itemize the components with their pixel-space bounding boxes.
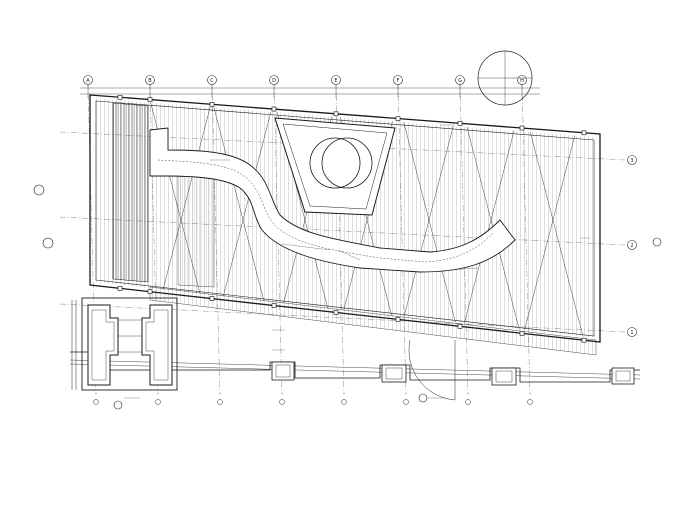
grid-label-row-3: 3	[630, 158, 633, 164]
grid-label-h: H	[520, 78, 524, 84]
atrium-circles	[309, 137, 373, 189]
top-dimension-line	[80, 84, 540, 98]
grid-label-g: G	[458, 78, 462, 84]
grid-bubble-d: D	[269, 75, 279, 85]
grid-bubble-b: B	[145, 75, 155, 85]
anchor	[457, 324, 463, 329]
anchor	[209, 296, 215, 301]
grid-bubble-e: E	[331, 75, 341, 85]
row-grid-bubbles: 3 2 1	[627, 155, 637, 337]
anchor	[395, 317, 401, 322]
anchor	[147, 289, 153, 295]
anchor	[581, 130, 587, 136]
grid-bubble-bottom-a	[93, 399, 99, 405]
anchor	[271, 106, 277, 112]
grid-label-d: D	[272, 78, 276, 84]
grid-bubble-row-2: 2	[627, 240, 637, 250]
left-section-marks	[71, 300, 77, 390]
anchor	[395, 116, 401, 121]
anchor	[457, 120, 463, 126]
anchor	[519, 125, 525, 131]
anchor	[519, 330, 525, 336]
anchor	[333, 111, 339, 117]
brace	[397, 99, 461, 338]
grid-label-f: F	[397, 78, 400, 84]
anchor	[117, 286, 123, 291]
column-anchors	[117, 94, 587, 343]
grid-bubble-bottom-d	[279, 399, 285, 405]
stair-core	[81, 297, 178, 391]
grid-bubble-bottom-e	[341, 399, 347, 405]
curved-walkway	[149, 127, 516, 273]
grid-label-row-2: 2	[630, 243, 633, 249]
grid-bubble-a: A	[83, 75, 93, 85]
grid-bubble-bottom-b	[155, 399, 161, 405]
grid-bubble-bottom-f	[403, 399, 409, 405]
anchor	[117, 94, 123, 100]
grid-bubble-h: H	[517, 75, 527, 85]
grid-bubble-row-3: 3	[627, 155, 637, 165]
grid-label-c: C	[210, 78, 214, 84]
grid-label-b: B	[148, 78, 152, 84]
left-glazing-strip	[112, 102, 215, 288]
annotation-notes	[124, 124, 590, 399]
anchor	[333, 310, 339, 315]
brace	[521, 99, 585, 338]
section-markers	[33, 184, 662, 410]
lower-deck-band	[149, 286, 597, 356]
grid-line-a	[87, 83, 97, 396]
brace	[459, 99, 523, 338]
v-shaped-atrium	[274, 117, 396, 216]
column-grid-bubbles: A B C D E F G H	[83, 75, 527, 85]
grid-bubble-row-1: 1	[627, 327, 637, 337]
grid-bubble-bottom-h	[527, 399, 533, 405]
north-reference-circle	[477, 50, 533, 106]
grid-label-row-1: 1	[630, 330, 633, 336]
anchor	[147, 97, 153, 102]
grid-label-a: A	[86, 78, 90, 84]
grid-bubble-bottom-c	[217, 399, 223, 405]
anchor	[271, 303, 277, 308]
grid-bubble-g: G	[455, 75, 465, 85]
grid-bubble-f: F	[393, 75, 403, 85]
grid-label-e: E	[334, 78, 337, 84]
anchor	[209, 102, 215, 107]
grid-bubble-c: C	[207, 75, 217, 85]
column-grid-bubbles-bottom	[93, 399, 533, 405]
facade-pilasters	[271, 361, 635, 386]
anchor	[581, 337, 587, 343]
grid-bubble-bottom-g	[465, 399, 471, 405]
